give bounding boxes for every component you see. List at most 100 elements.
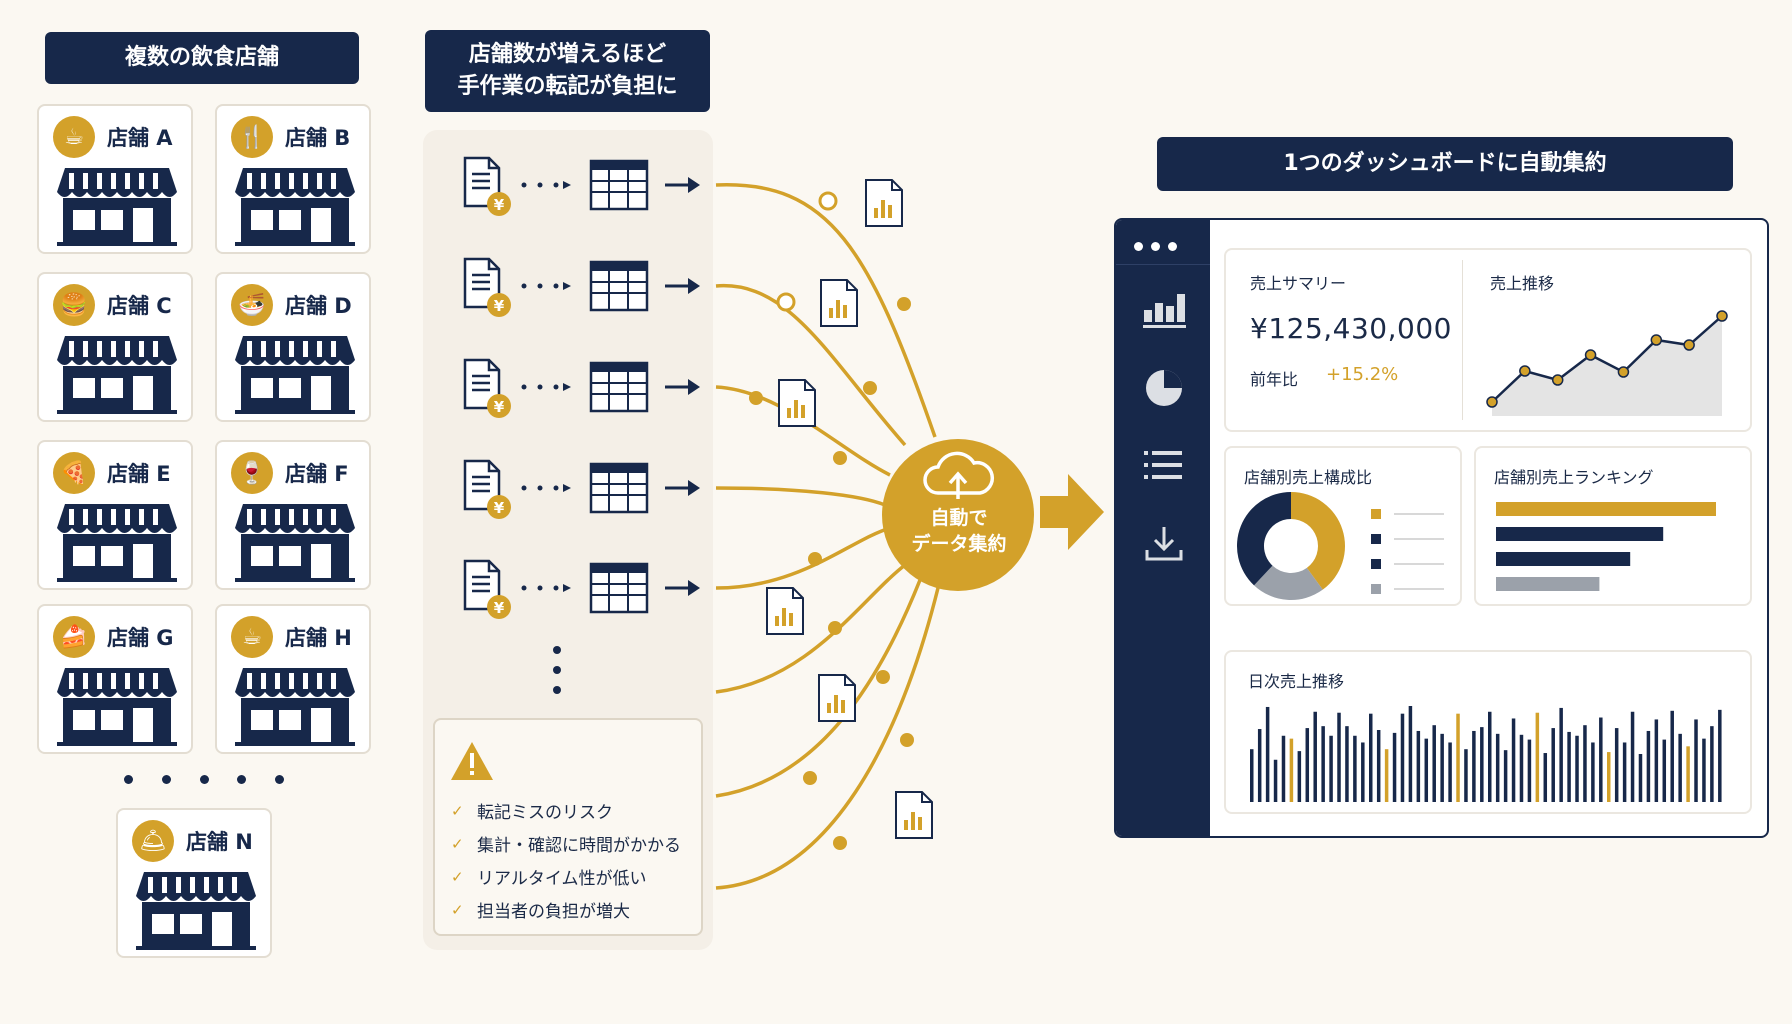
flow-dot [897, 297, 911, 311]
daily-bar [1710, 726, 1714, 802]
warning-list: ✓転記ミスのリスク ✓集計・確認に時間がかかる ✓リアルタイム性が低い ✓担当者… [451, 794, 681, 926]
flow-dot [803, 771, 817, 785]
cloche-icon: 🛎 [132, 820, 174, 862]
store-label: 店舗 N [186, 830, 253, 854]
storefront-icon [136, 872, 256, 954]
fork-knife-icon: 🍴 [231, 116, 273, 158]
legend-swatch [1371, 584, 1381, 594]
daily-bar [1662, 739, 1667, 802]
daily-bar [1686, 746, 1690, 802]
yoy-label: 前年比 [1250, 370, 1299, 389]
composition-donut-chart [1237, 492, 1444, 600]
stores-title: 複数の飲食店舗 [124, 45, 279, 71]
flow-dot [749, 391, 763, 405]
dashboard-title: 1つのダッシュボードに自動集約 [1283, 151, 1607, 177]
report-icon [766, 587, 804, 635]
store-card: ☕ 店舗 H [215, 604, 371, 754]
daily-bar [1273, 759, 1278, 802]
flow-dot [819, 195, 833, 209]
store-card: 🍕 店舗 E [37, 440, 193, 590]
ranking-card: 店舗別売上ランキング [1474, 446, 1752, 606]
flow-node [818, 191, 838, 211]
report-icon [820, 279, 858, 327]
flow-dot [779, 295, 793, 309]
store-card: 🛎 店舗 N [116, 808, 272, 958]
daily-bar [1464, 749, 1468, 802]
wine-glass-icon: 🍷 [231, 452, 273, 494]
daily-bar [1345, 726, 1349, 802]
check-icon: ✓ [451, 867, 464, 886]
daily-bar [1265, 706, 1270, 802]
flow-dot [900, 733, 914, 747]
donut-slice [1254, 565, 1323, 600]
problem-title-banner: 店舗数が増えるほど 手作業の転記が負担に [425, 30, 710, 112]
ranking-bar-chart [1496, 502, 1716, 591]
daily-bar [1495, 733, 1500, 802]
cake-icon: 🍰 [53, 616, 95, 658]
storefront-icon [57, 336, 177, 418]
daily-bar [1503, 750, 1508, 802]
warning-item: ✓リアルタイム性が低い [451, 867, 647, 890]
daily-bar [1472, 730, 1476, 802]
daily-bar [1305, 728, 1310, 802]
daily-bar [1630, 711, 1635, 802]
daily-bar [1353, 735, 1357, 802]
daily-bar [1480, 727, 1484, 802]
bar-chart-icon[interactable] [1142, 288, 1186, 328]
legend-swatch [1371, 509, 1381, 519]
trend-point [1650, 334, 1663, 346]
daily-bar [1448, 742, 1452, 802]
burger-icon: 🍔 [53, 284, 95, 326]
report-icon [818, 674, 856, 722]
daily-bar [1400, 713, 1405, 802]
store-label: 店舗 H [285, 626, 352, 650]
daily-bar [1384, 749, 1389, 802]
daily-card: 日次売上推移 [1224, 650, 1752, 814]
flow-dot [833, 836, 847, 850]
noodle-bowl-icon: 🍜 [231, 284, 273, 326]
check-icon: ✓ [451, 801, 464, 820]
daily-bar [1392, 732, 1397, 802]
daily-bar [1607, 752, 1611, 802]
store-label: 店舗 E [107, 462, 171, 486]
daily-bar [1559, 707, 1563, 802]
daily-bar [1456, 713, 1460, 802]
ranking-bar [1496, 552, 1631, 566]
flow-dot [828, 621, 842, 635]
store-label: 店舗 A [107, 126, 173, 150]
trend-point [1486, 396, 1498, 408]
flow-curve [715, 587, 940, 890]
daily-bar [1297, 751, 1302, 802]
pie-chart-icon[interactable] [1142, 368, 1186, 408]
problem-title-line2: 手作業の転記が負担に [457, 74, 678, 99]
summary-card: 売上サマリー ¥125,430,000 前年比 +15.2% 売上推移 [1224, 248, 1752, 432]
daily-bar [1313, 711, 1317, 802]
daily-bar [1321, 726, 1325, 802]
daily-bar [1670, 710, 1674, 802]
store-card: 🍜 店舗 D [215, 272, 371, 422]
flow-curve [715, 526, 891, 590]
trend-point [1716, 310, 1728, 322]
warning-icon [451, 742, 493, 780]
warning-item: ✓担当者の負担が増大 [451, 900, 630, 923]
daily-bar [1654, 719, 1659, 802]
storefront-icon [57, 168, 177, 250]
flow-dot [833, 451, 847, 465]
dashboard-title-banner: 1つのダッシュボードに自動集約 [1157, 137, 1733, 191]
daily-bar [1361, 742, 1365, 802]
flow-node [776, 292, 796, 312]
daily-bar [1638, 754, 1643, 802]
daily-bar [1591, 742, 1595, 802]
store-label: 店舗 G [107, 626, 174, 650]
daily-bar [1519, 734, 1524, 802]
trend-point [1551, 374, 1564, 386]
daily-bar [1369, 713, 1373, 802]
ranking-bar [1496, 527, 1664, 541]
download-icon[interactable] [1142, 524, 1186, 564]
donut-slice [1237, 492, 1291, 586]
pizza-icon: 🍕 [53, 452, 95, 494]
composition-card: 店舗別売上構成比 [1224, 446, 1462, 606]
store-label: 店舗 D [285, 294, 352, 318]
warning-box: ✓転記ミスのリスク ✓集計・確認に時間がかかる ✓リアルタイム性が低い ✓担当者… [433, 718, 703, 936]
list-icon[interactable] [1142, 448, 1186, 482]
